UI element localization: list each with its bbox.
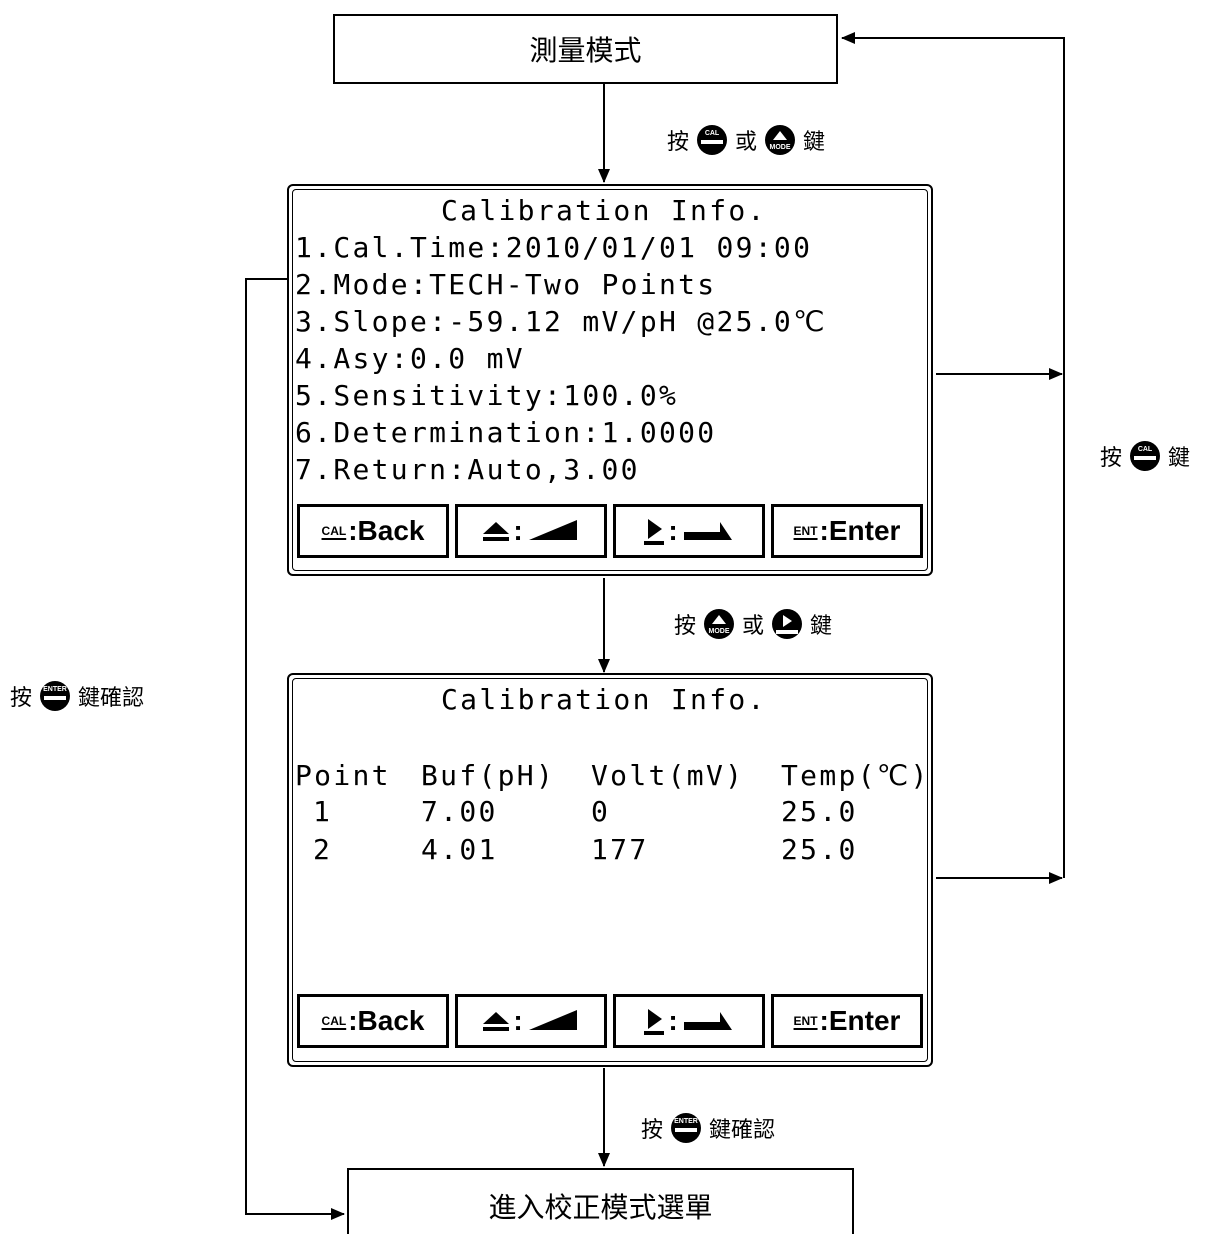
note-key-text: 鍵確認	[78, 686, 145, 711]
up-triangle-icon	[483, 522, 510, 541]
screen2-softkey-row: CAL:Back : : ENT:Enter	[297, 994, 923, 1048]
measure-mode-box: 測量模式	[333, 14, 838, 84]
table-row-1-temp: 25.0	[781, 795, 858, 828]
table-header-volt: Volt(mV)	[591, 759, 745, 792]
enter-key-icon: ENTER	[40, 681, 71, 711]
ramp-up-icon	[528, 1010, 577, 1030]
note-right-cal: 按 CAL 鍵	[1100, 440, 1190, 472]
play-key-icon	[772, 609, 803, 639]
note-key-text: 鍵確認	[709, 1118, 776, 1143]
note-bottom-enter: 按 ENTER 鍵確認	[641, 1112, 775, 1144]
note-cal-or-mode: 按 CAL 或 MODE 鍵	[667, 124, 825, 156]
enter-softkey[interactable]: ENT:Enter	[771, 994, 923, 1048]
screen1-line-5: 5.Sensitivity:100.0%	[295, 379, 679, 412]
flat-ramp-icon	[683, 1012, 732, 1030]
table-header-buf: Buf(pH)	[421, 759, 556, 792]
note-left-enter: 按 ENTER 鍵確認	[10, 680, 144, 712]
note-key-text: 鍵	[810, 614, 833, 639]
note-press-text: 按	[1100, 446, 1123, 471]
note-press-text: 按	[641, 1118, 664, 1143]
up-triangle-icon	[483, 1012, 510, 1031]
screen2-title: Calibration Info.	[441, 683, 767, 716]
arrow-rightbus-to-measure	[841, 32, 1065, 878]
mode-key-icon: MODE	[765, 125, 796, 155]
right-softkey[interactable]: :	[613, 504, 765, 558]
calibration-menu-label: 進入校正模式選單	[488, 1191, 713, 1224]
ramp-up-icon	[528, 520, 577, 540]
screen1-softkey-row: CAL:Back : : ENT:Enter	[297, 504, 923, 558]
screen1-title: Calibration Info.	[441, 194, 767, 227]
note-key-text: 鍵	[803, 130, 826, 155]
table-row-1-buf: 7.00	[421, 795, 498, 828]
table-row-1-volt: 0	[591, 795, 611, 828]
calibration-info-screen-2: Calibration Info. Point Buf(pH) Volt(mV)…	[287, 673, 933, 1067]
note-or-text: 或	[735, 130, 758, 155]
table-row-1-point: 1	[313, 795, 333, 828]
table-row-2-buf: 4.01	[421, 833, 498, 866]
mode-key-icon: MODE	[704, 609, 735, 639]
cal-key-icon: CAL	[697, 125, 728, 155]
enter-key-icon: ENTER	[671, 1113, 702, 1143]
cal-key-icon: CAL	[1130, 441, 1161, 471]
flat-ramp-icon	[683, 522, 732, 540]
note-press-text: 按	[10, 686, 33, 711]
note-press-text: 按	[674, 614, 697, 639]
right-softkey[interactable]: :	[613, 994, 765, 1048]
enter-softkey[interactable]: ENT:Enter	[771, 504, 923, 558]
note-or-text: 或	[742, 614, 765, 639]
screen1-line-3: 3.Slope:-59.12 mV/pH @25.0℃	[295, 305, 827, 338]
note-mode-or-right: 按 MODE 或 鍵	[674, 608, 832, 640]
play-triangle-icon	[644, 519, 665, 545]
measure-mode-label: 測量模式	[529, 34, 642, 67]
table-header-temp: Temp(℃)	[781, 759, 930, 792]
screen1-line-7: 7.Return:Auto,3.00	[295, 453, 640, 486]
screen1-line-4: 4.Asy:0.0 mV	[295, 342, 525, 375]
table-row-2-point: 2	[313, 833, 333, 866]
up-softkey[interactable]: :	[455, 994, 607, 1048]
note-key-text: 鍵	[1168, 446, 1191, 471]
calibration-menu-box: 進入校正模式選單	[347, 1168, 854, 1234]
calibration-info-screen-1: Calibration Info. 1.Cal.Time:2010/01/01 …	[287, 184, 933, 576]
table-row-2-volt: 177	[591, 833, 649, 866]
up-softkey[interactable]: :	[455, 504, 607, 558]
screen1-line-6: 6.Determination:1.0000	[295, 416, 717, 449]
play-triangle-icon	[644, 1009, 665, 1035]
back-softkey[interactable]: CAL:Back	[297, 994, 449, 1048]
arrow-leftbus-to-menu	[245, 278, 345, 1220]
back-softkey[interactable]: CAL:Back	[297, 504, 449, 558]
screen1-line-2: 2.Mode:TECH-Two Points	[295, 268, 717, 301]
note-press-text: 按	[667, 130, 690, 155]
table-header-point: Point	[295, 759, 391, 792]
table-row-2-temp: 25.0	[781, 833, 858, 866]
screen1-line-1: 1.Cal.Time:2010/01/01 09:00	[295, 231, 813, 264]
